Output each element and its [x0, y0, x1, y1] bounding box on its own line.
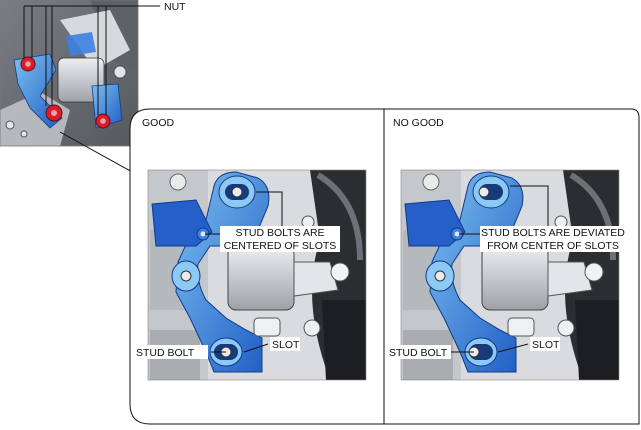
nut-marker: [45, 104, 63, 122]
good-slot-label: SLOT: [272, 339, 300, 351]
no-good-stud-bolt-label: STUD BOLT: [389, 347, 448, 359]
good-note-box: [220, 226, 340, 252]
nut-marker: [95, 113, 111, 129]
nut-label: NUT: [164, 1, 186, 13]
overview-inset: NUT: [0, 0, 186, 174]
no-good-slot-label: SLOT: [532, 339, 560, 351]
nut-callout-lines: [23, 5, 160, 115]
nut-marker: [20, 56, 36, 72]
good-photo: [147, 169, 367, 381]
no-good-header: NO GOOD: [393, 117, 444, 129]
good-note-line1: STUD BOLTS ARE: [235, 227, 324, 239]
no-good-note-box: [480, 226, 626, 252]
no-good-note-line2: FROM CENTER OF SLOTS: [487, 240, 619, 252]
good-stud-bolt-label: STUD BOLT: [136, 347, 195, 359]
good-note-line2: CENTERED OF SLOTS: [224, 240, 337, 252]
no-good-annotation-leaders: [447, 185, 549, 353]
no-good-slot-box: [530, 337, 560, 351]
good-header: GOOD: [142, 117, 175, 129]
no-good-stud-bolt-box: [387, 345, 451, 359]
good-annotation-leaders: [205, 191, 283, 353]
good-stud-bolt-box: [134, 345, 208, 359]
no-good-note-line1: STUD BOLTS ARE DEVIATED: [481, 227, 625, 239]
good-slot-box: [270, 337, 300, 351]
detail-connector: [59, 131, 135, 174]
